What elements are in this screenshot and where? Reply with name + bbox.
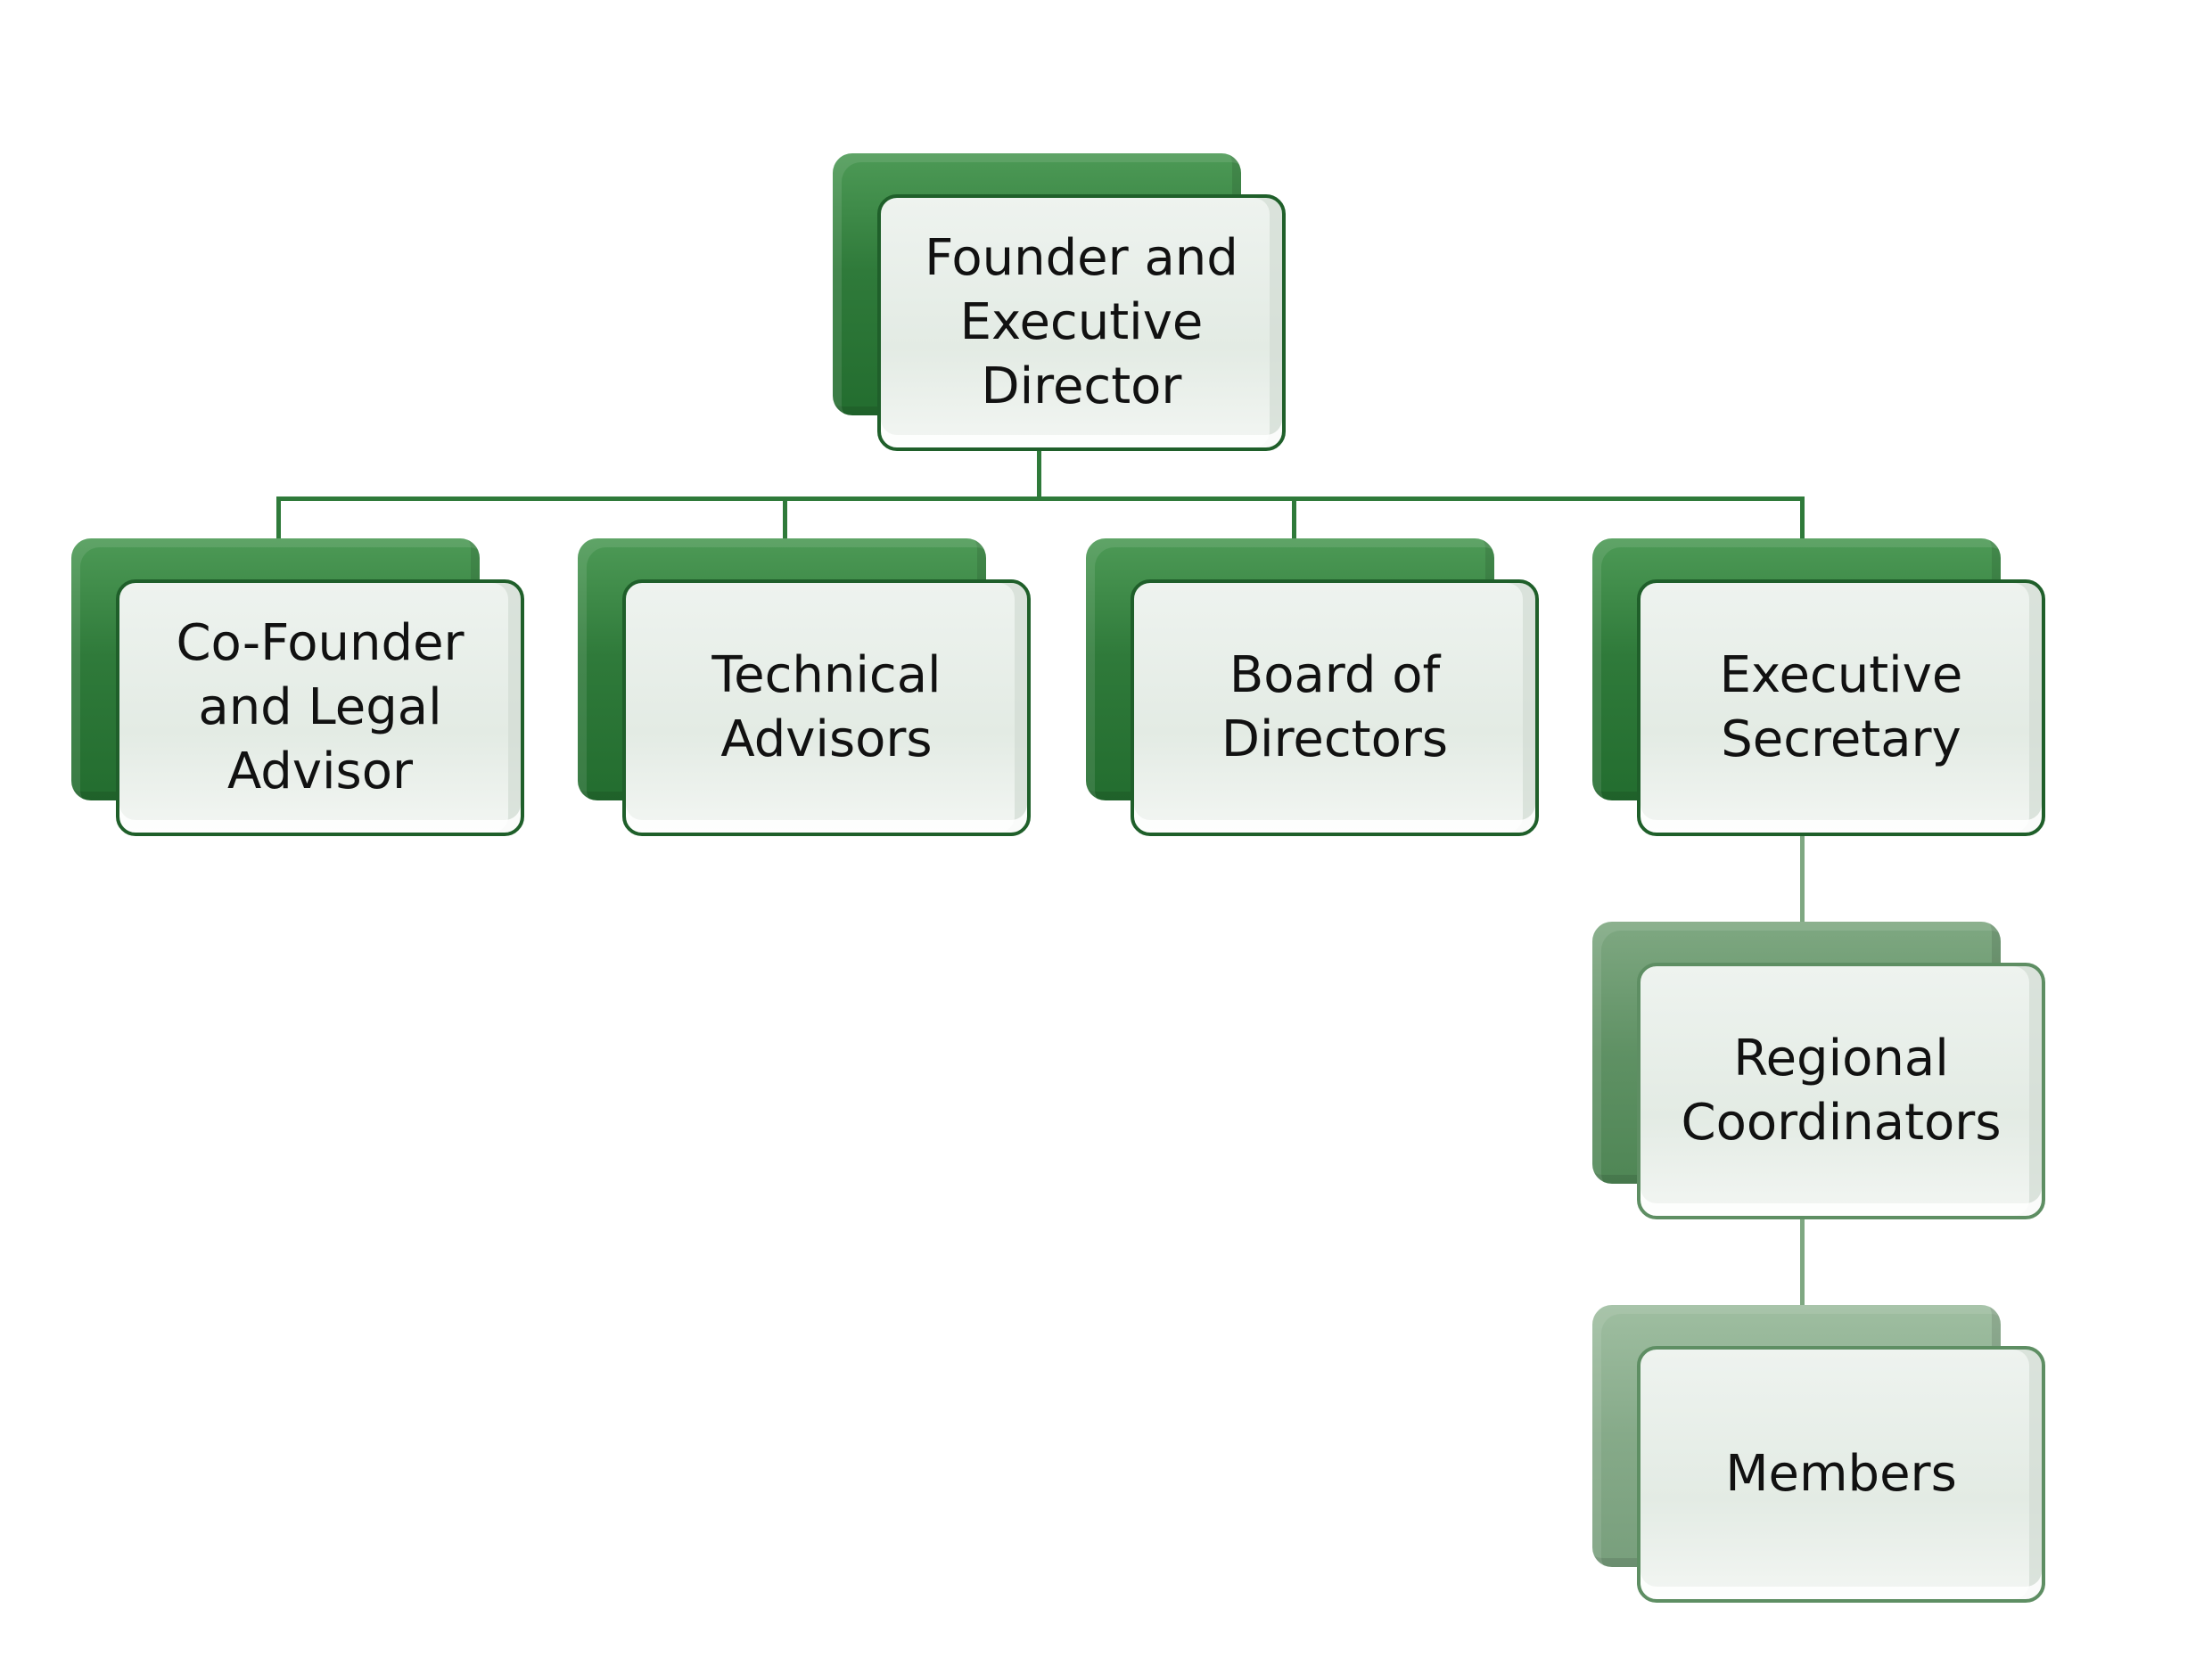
node-label: Technical Advisors	[711, 646, 942, 768]
node-label: Co-Founder and Legal Advisor	[176, 614, 465, 800]
node-executive-secretary: Executive Secretary	[1592, 538, 2056, 836]
connector-root-down	[1037, 419, 1041, 501]
node-card: Board of Directors	[1131, 579, 1539, 836]
node-card: Co-Founder and Legal Advisor	[116, 579, 524, 836]
node-label: Executive Secretary	[1719, 646, 1963, 768]
node-regional-coordinators: Regional Coordinators	[1592, 922, 2056, 1219]
node-label: Founder and Executive Director	[925, 229, 1238, 415]
node-card: Members	[1637, 1346, 2045, 1603]
connector-to-secretary	[1800, 496, 1805, 539]
node-card: Technical Advisors	[622, 579, 1031, 836]
connector-regional-to-members	[1800, 1186, 1805, 1310]
node-label: Regional Coordinators	[1681, 1030, 2002, 1152]
connector-secretary-to-regional	[1800, 802, 1805, 927]
connector-horizontal-bar	[276, 496, 1805, 501]
connector-to-cofounder	[276, 496, 281, 539]
connector-to-board	[1292, 496, 1296, 539]
node-cofounder-legal-advisor: Co-Founder and Legal Advisor	[71, 538, 535, 836]
node-card: Founder and Executive Director	[877, 194, 1286, 451]
node-card: Executive Secretary	[1637, 579, 2045, 836]
node-members: Members	[1592, 1305, 2056, 1603]
node-label: Members	[1725, 1445, 1957, 1503]
node-card: Regional Coordinators	[1637, 963, 2045, 1219]
node-label: Board of Directors	[1221, 646, 1449, 768]
node-founder-executive-director: Founder and Executive Director	[833, 153, 1296, 451]
node-board-of-directors: Board of Directors	[1086, 538, 1550, 836]
connector-to-technical	[783, 496, 787, 539]
node-technical-advisors: Technical Advisors	[578, 538, 1041, 836]
